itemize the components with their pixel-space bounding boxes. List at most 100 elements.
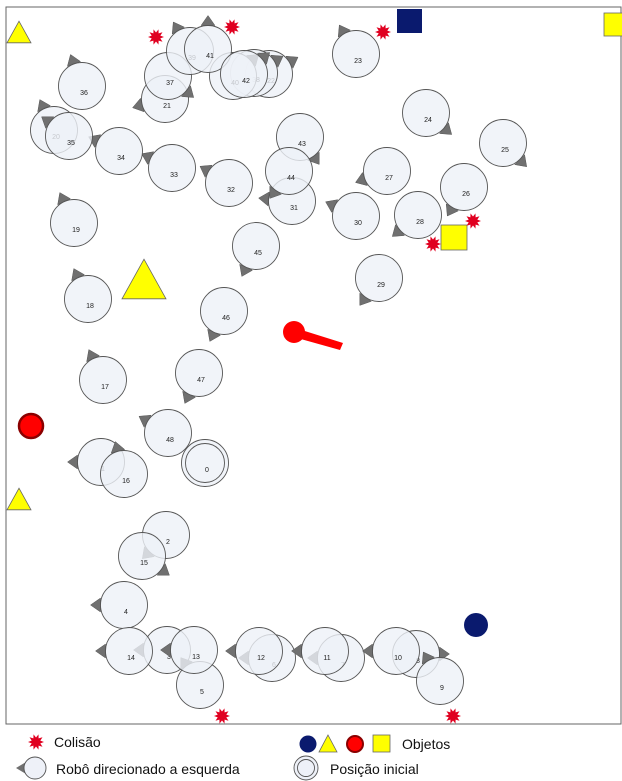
robot-number: 17: [101, 384, 109, 391]
robot-14: 14: [95, 627, 153, 675]
object-red-circle: [17, 412, 45, 440]
robot-25: 25: [479, 119, 528, 168]
robot-body: [332, 192, 380, 240]
robot-number: 46: [222, 315, 230, 322]
robot-number: 5: [200, 689, 204, 696]
robot-number: 9: [440, 685, 444, 692]
robot-number: 14: [127, 655, 135, 662]
robot-4: 4: [90, 581, 148, 629]
robot-body: [148, 144, 196, 192]
robot-body: [118, 532, 166, 580]
robot-number: 42: [242, 78, 250, 85]
robot-44: 44: [265, 147, 313, 199]
legend-yellow-square-icon: [372, 734, 391, 753]
robot-26: 26: [440, 163, 488, 217]
robot-body: [184, 25, 232, 73]
legend-robot-icon: [16, 756, 47, 780]
robot-number: 23: [354, 58, 362, 65]
robot-number: 41: [206, 53, 214, 60]
robot-number: 48: [166, 437, 174, 444]
robot-number: 11: [323, 655, 330, 662]
robot-body: [363, 147, 411, 195]
robot-body: [181, 439, 229, 487]
robot-number: 0: [205, 467, 209, 474]
robot-body: [232, 222, 280, 270]
legend-initial-position-icon: [293, 755, 319, 781]
legend-navy-circle-icon: [299, 735, 317, 753]
robot-number: 47: [197, 377, 205, 384]
object-red-pointer: [283, 321, 343, 350]
robot-46: 46: [200, 287, 248, 342]
robot-body: [479, 119, 527, 167]
robot-18: 18: [64, 268, 112, 323]
robot-number: 24: [424, 117, 432, 124]
collision-marker: [214, 708, 230, 724]
robot-body: [372, 627, 420, 675]
robot-number: 36: [80, 90, 88, 97]
robot-32: 32: [199, 159, 253, 207]
robot-number: 45: [254, 250, 262, 257]
robot-body: [235, 627, 283, 675]
object-yellow-triangle: [121, 258, 167, 300]
robot-17: 17: [79, 349, 127, 404]
robot-body: [105, 627, 153, 675]
robot-number: 25: [501, 147, 509, 154]
robot-number: 27: [385, 175, 393, 182]
legend-red-circle-icon: [346, 735, 364, 753]
legend-objects-label: Objetos: [402, 736, 450, 752]
robot-body: [205, 159, 253, 207]
robot-number: 19: [72, 227, 80, 234]
robot-19: 19: [50, 192, 98, 247]
robot-23: 23: [332, 24, 380, 78]
robot-body: [79, 356, 127, 404]
legend-initial-position-label: Posição inicial: [330, 761, 419, 777]
robot-body: [100, 450, 148, 498]
collision-marker: [375, 24, 391, 40]
robot-body: [144, 409, 192, 457]
robot-number: 4: [124, 609, 128, 616]
robot-29: 29: [355, 254, 403, 306]
object-yellow-square: [440, 224, 468, 251]
robot-body: [402, 89, 450, 137]
robot-number: 3: [167, 654, 171, 661]
robot-number: 34: [117, 155, 125, 162]
robot-number: 26: [462, 191, 470, 198]
robot-body: [416, 657, 464, 705]
robot-number: 29: [377, 282, 385, 289]
robot-body: [355, 254, 403, 302]
robot-number: 32: [227, 187, 235, 194]
robot-number: 16: [122, 478, 130, 485]
robot-30: 30: [325, 192, 380, 240]
robot-body: [332, 30, 380, 78]
robot-15: 15: [118, 532, 170, 580]
robot-number: 2: [166, 539, 170, 546]
robot-27: 27: [355, 147, 411, 195]
object-navy-square: [397, 9, 422, 33]
robot-number: 30: [354, 220, 362, 227]
robot-41: 41: [184, 15, 232, 73]
robot-body: [64, 275, 112, 323]
collision-marker: [445, 708, 461, 724]
robot-body: [301, 627, 349, 675]
robot-number: 21: [163, 103, 171, 110]
robot-24: 24: [402, 89, 453, 137]
robot-9: 9: [416, 651, 464, 705]
robot-number: 28: [416, 219, 424, 226]
robot-number: 13: [192, 654, 200, 661]
robot-number: 44: [287, 175, 295, 182]
robot-47: 47: [175, 349, 223, 404]
robot-body: [200, 287, 248, 335]
legend-collision-label: Colisão: [54, 734, 101, 750]
robot-body: [220, 50, 268, 98]
robot-body: [175, 349, 223, 397]
robot-body: [95, 127, 143, 175]
robot-body: [394, 191, 442, 239]
robot-36: 36: [58, 54, 106, 110]
robot-45: 45: [232, 222, 280, 277]
legend-yellow-triangle-icon: [318, 734, 338, 753]
object-yellow-triangle: [6, 20, 32, 44]
object-yellow-square: [603, 12, 622, 37]
robot-body: [100, 581, 148, 629]
robot-number: 8: [416, 658, 420, 665]
